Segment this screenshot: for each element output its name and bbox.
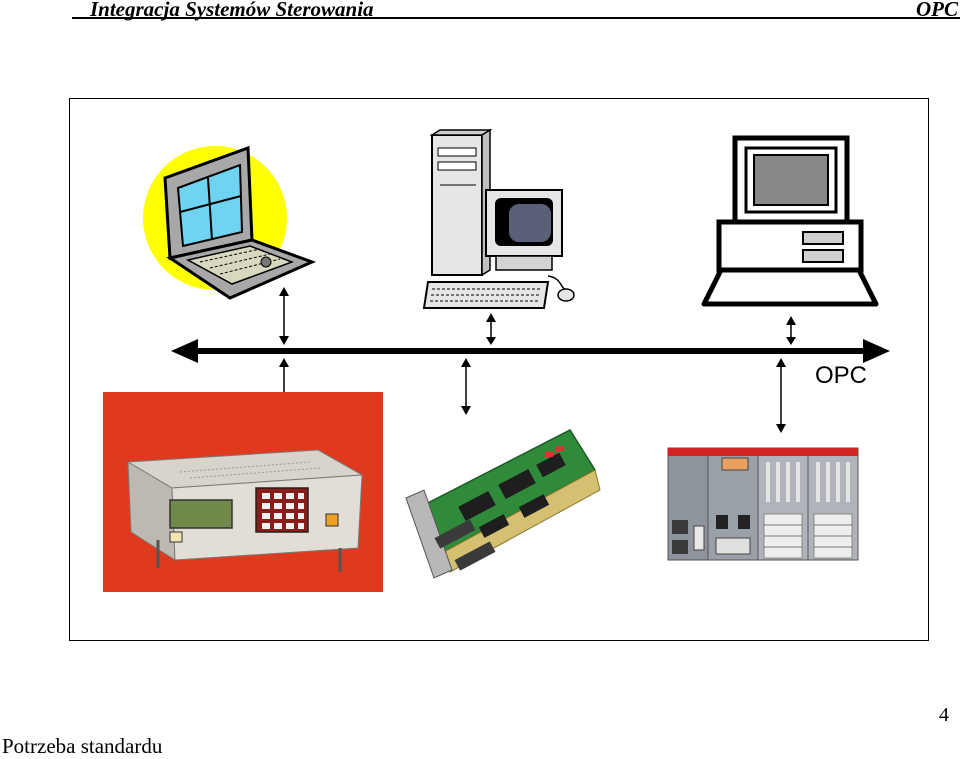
connector-arrows [279,287,796,433]
plc-module-photo [667,447,859,561]
diagram-frame [69,98,929,641]
header-title: Integracja Systemów Sterowania [90,0,374,21]
footer-title: Potrzeba standardu [2,734,163,758]
terminal-computer-icon [701,135,879,307]
laptop-icon [143,145,317,300]
page-number: 4 [939,704,949,726]
header-section-label: OPC [916,0,958,21]
interface-card-photo [405,429,601,579]
header-rule [72,17,960,19]
communication-bus [171,339,890,363]
industrial-controller-photo [103,392,383,592]
desktop-pc-icon [422,128,575,309]
bus-label: OPC [815,362,868,389]
